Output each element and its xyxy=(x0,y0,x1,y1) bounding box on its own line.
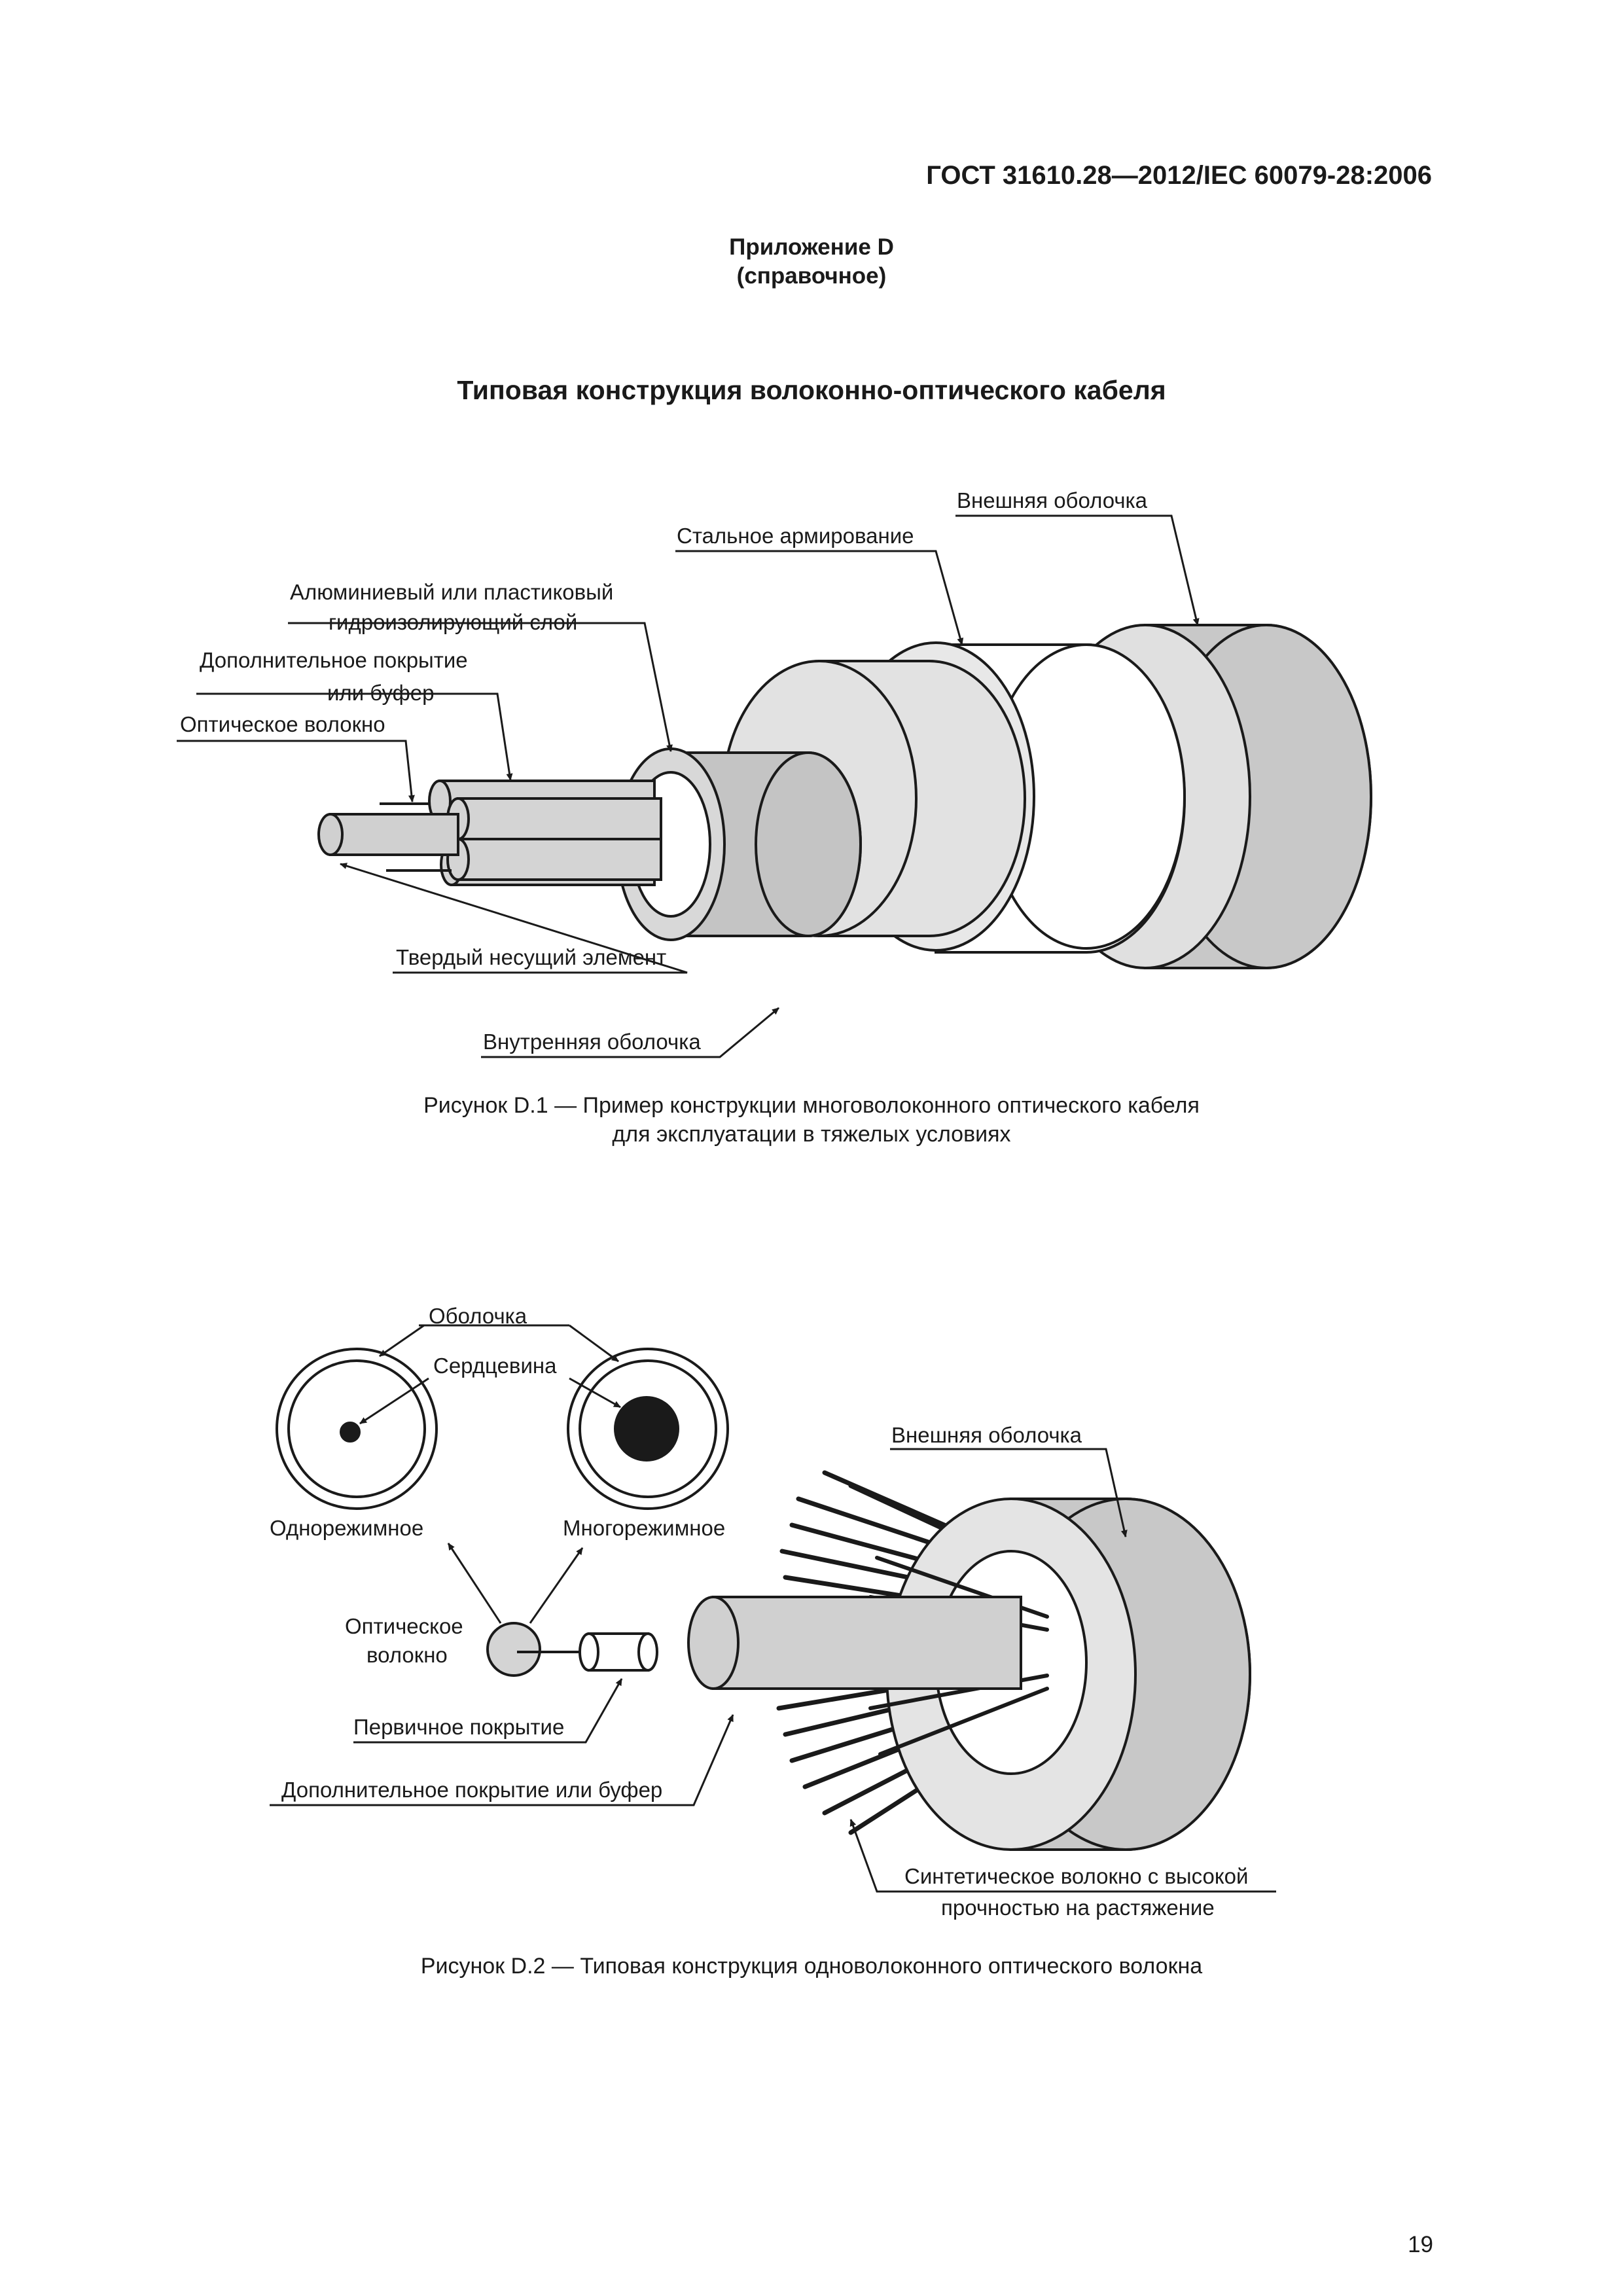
label-single-mode: Однорежимное xyxy=(270,1516,423,1540)
label-optical-fibre-d2-line1: Оптическое xyxy=(345,1614,463,1638)
figure-d2-cross-sections xyxy=(276,1348,729,1510)
figure-d2-fibre-detail xyxy=(486,1622,658,1677)
figure-d2-caption: Рисунок D.2 — Типовая конструкция одново… xyxy=(420,1954,1203,1979)
label-barrier-line1: Алюминиевый или пластиковый xyxy=(290,580,613,604)
standard-header: ГОСТ 31610.28—2012/IEC 60079-28:2006 xyxy=(926,161,1432,190)
figure-d1-caption-line2: для эксплуатации в тяжелых условиях xyxy=(612,1122,1011,1147)
label-aramid-line1: Синтетическое волокно с высокой xyxy=(904,1864,1248,1888)
label-steel-armour: Стальное армирование xyxy=(677,524,914,548)
label-buffer-line2: или буфер xyxy=(327,681,434,705)
appendix-subtitle: (справочное) xyxy=(736,263,887,289)
figure-d2-cable xyxy=(687,1470,1251,1851)
figure-d1-caption-line1: Рисунок D.1 — Пример конструкции многово… xyxy=(423,1093,1200,1118)
page-title: Типовая конструкция волоконно-оптическог… xyxy=(457,375,1166,405)
appendix-title: Приложение D xyxy=(729,234,894,260)
label-aramid-line2: прочностью на растяжение xyxy=(941,1895,1215,1920)
label-outer-sheath-d1: Внешняя оболочка xyxy=(957,488,1148,512)
figure-d1-cable xyxy=(317,624,1372,969)
label-core: Сердцевина xyxy=(433,1354,557,1378)
label-multi-mode: Многорежимное xyxy=(563,1516,725,1540)
label-primary-coating: Первичное покрытие xyxy=(353,1715,564,1739)
label-buffer-d2: Дополнительное покрытие или буфер xyxy=(281,1778,662,1802)
page-number: 19 xyxy=(1408,2232,1433,2257)
label-inner-sheath: Внутренняя оболочка xyxy=(483,1030,701,1054)
label-strength-member: Твердый несущий элемент xyxy=(396,945,666,969)
label-optical-fibre-d1: Оптическое волокно xyxy=(180,712,385,736)
label-optical-fibre-d2-line2: волокно xyxy=(366,1643,448,1667)
label-outer-sheath-d2: Внешняя оболочка xyxy=(891,1423,1082,1447)
label-barrier-line2: гидроизолирующий слой xyxy=(329,610,577,634)
label-buffer-line1: Дополнительное покрытие xyxy=(200,648,468,672)
label-cladding: Оболочка xyxy=(429,1304,527,1328)
